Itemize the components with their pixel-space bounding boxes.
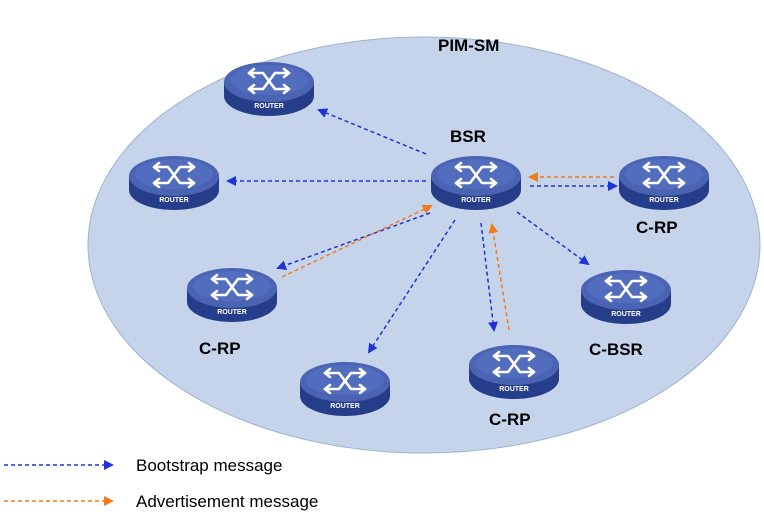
router-r-top: ROUTER xyxy=(224,62,314,116)
bootstrap-arrow-bsr-to-r_bottom xyxy=(367,219,456,354)
router-caption: ROUTER xyxy=(649,197,679,204)
router-cbsr: ROUTER xyxy=(581,270,671,324)
router-crp-right: ROUTER xyxy=(619,156,709,210)
router-caption: ROUTER xyxy=(217,309,247,316)
router-caption: ROUTER xyxy=(159,197,189,204)
legend: Bootstrap message Advertisement message xyxy=(4,456,318,511)
router-icon xyxy=(454,161,498,189)
router-crp-bottom: ROUTER xyxy=(469,345,559,399)
router-caption: ROUTER xyxy=(611,311,641,318)
legend-bootstrap-label: Bootstrap message xyxy=(136,456,282,475)
routers: ROUTER ROUTER ROUTER ROUTER ROUTER ROUTER ROUT… xyxy=(129,62,709,416)
bootstrap-arrow-bsr-to-crp_bottom xyxy=(480,222,498,332)
bootstrap-arrow-bsr-to-crp_left xyxy=(276,212,431,270)
router-icon xyxy=(604,275,648,303)
router-crp-left: ROUTER xyxy=(187,268,277,322)
router-caption: ROUTER xyxy=(461,197,491,204)
router-caption: ROUTER xyxy=(330,403,360,410)
router-label-crp-bottom: C-RP xyxy=(489,410,531,429)
pim-sm-domain xyxy=(87,36,761,454)
legend-advertisement-label: Advertisement message xyxy=(136,492,318,511)
router-label-crp-right: C-RP xyxy=(636,218,678,237)
bootstrap-arrow-bsr-to-cbsr xyxy=(516,211,590,266)
router-label-cbsr: C-BSR xyxy=(589,340,643,359)
router-icon xyxy=(247,67,291,95)
router-label-bsr: BSR xyxy=(450,127,486,146)
router-bsr: ROUTER xyxy=(431,156,521,210)
router-icon xyxy=(642,161,686,189)
router-icon xyxy=(210,273,254,301)
router-r-left: ROUTER xyxy=(129,156,219,210)
router-r-bottom: ROUTER xyxy=(300,362,390,416)
router-icon xyxy=(152,161,196,189)
advertisement-arrow-crp_bottom-to-bsr xyxy=(488,223,510,331)
router-icon xyxy=(323,367,367,395)
message-links xyxy=(226,108,618,354)
router-caption: ROUTER xyxy=(499,386,529,393)
router-label-crp-left: C-RP xyxy=(199,339,241,358)
router-icon xyxy=(492,350,536,378)
domain-label: PIM-SM xyxy=(438,36,499,55)
router-caption: ROUTER xyxy=(254,103,284,110)
bootstrap-arrow-bsr-to-r_top xyxy=(317,108,427,155)
